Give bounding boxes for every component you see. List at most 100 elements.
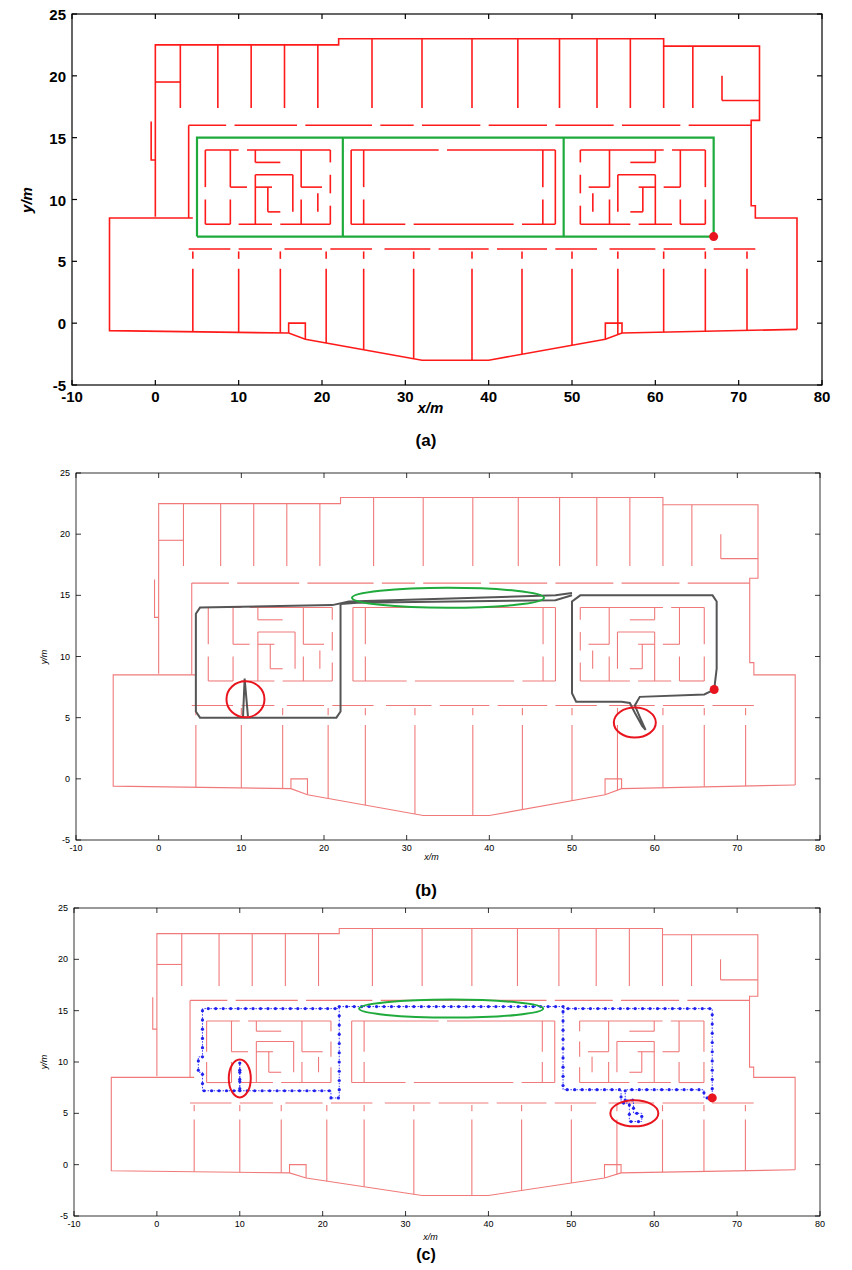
route-dot	[637, 1120, 640, 1123]
wall-line	[471, 1119, 472, 1195]
wall-line	[157, 929, 795, 1170]
panel-caption: (c)	[416, 1247, 436, 1263]
route-dot	[581, 1088, 584, 1091]
route-dot	[229, 1007, 232, 1010]
wall-line	[239, 1105, 240, 1111]
axis-label: x/m	[424, 853, 439, 862]
route-dot	[337, 1096, 340, 1099]
tick-label: 10	[60, 652, 70, 661]
tick-label: 40	[483, 1220, 493, 1229]
wall-line	[233, 657, 234, 681]
wall-line	[189, 1000, 190, 1077]
wall-line	[608, 1062, 609, 1083]
wall-line	[609, 657, 610, 681]
wall-line	[350, 150, 352, 224]
wall-line	[663, 1051, 680, 1052]
wall-line	[629, 929, 630, 986]
wall-line	[629, 497, 630, 566]
wall-line	[555, 150, 557, 224]
route-dot	[711, 1032, 714, 1035]
tick-label: 25	[58, 904, 68, 913]
tick-label: 10	[236, 844, 246, 853]
wall-line	[654, 632, 655, 681]
tick-mark	[817, 137, 822, 138]
wall-line	[269, 1072, 281, 1073]
wall-line	[472, 725, 473, 816]
route-dot	[632, 1107, 635, 1110]
wall-line	[330, 1041, 331, 1056]
wall-line	[518, 497, 519, 566]
wall-line	[385, 1103, 431, 1104]
route-dot	[328, 1089, 331, 1092]
tick-mark	[815, 717, 820, 718]
tick-label: 50	[567, 844, 577, 853]
wall-line	[153, 997, 157, 1029]
wall-line	[555, 248, 597, 250]
tick-mark	[76, 717, 81, 718]
wall-line	[319, 650, 320, 668]
wall-line	[267, 187, 269, 212]
axes-frame	[72, 14, 822, 385]
panel-caption: (a)	[416, 432, 437, 449]
wall-line	[300, 150, 302, 187]
tick-mark	[817, 384, 822, 385]
wall-line	[689, 125, 752, 127]
wall-line	[301, 1021, 302, 1052]
wall-line	[521, 269, 523, 355]
tick-mark	[654, 1211, 655, 1216]
trajectory-line	[196, 593, 572, 718]
wall-line	[332, 663, 333, 681]
tick-mark	[74, 908, 75, 913]
route-dot	[653, 1088, 656, 1091]
route-dot	[450, 1005, 453, 1008]
wall-line	[616, 1041, 617, 1072]
route-dot	[611, 1007, 614, 1010]
wall-line	[293, 1041, 294, 1072]
wall-line	[679, 1062, 680, 1083]
route-dot	[319, 1007, 322, 1010]
tick-label: 10	[230, 389, 247, 404]
route-dot	[561, 1010, 564, 1013]
tick-mark	[815, 778, 820, 779]
tick-mark	[815, 908, 820, 909]
tick-label: 80	[815, 844, 825, 853]
tick-label: -10	[61, 389, 83, 404]
wall-line	[745, 1119, 746, 1170]
tick-mark	[405, 908, 406, 913]
tick-label: 10	[58, 1058, 68, 1067]
wall-line	[256, 1051, 273, 1052]
wall-line	[363, 269, 365, 350]
wall-line	[704, 657, 705, 681]
trajectory-line	[243, 679, 248, 718]
route-dot	[222, 1007, 225, 1010]
route-dot	[464, 1005, 467, 1008]
wall-line	[206, 1062, 207, 1083]
wall-line	[317, 193, 319, 212]
wall-line	[295, 632, 296, 669]
route-dot	[207, 1007, 210, 1010]
wall-line	[258, 631, 295, 632]
axis-label: y/m	[40, 1055, 49, 1070]
tick-label: 5	[58, 254, 66, 269]
tick-mark	[76, 473, 81, 474]
tick-mark	[71, 380, 72, 385]
wall-line	[255, 150, 257, 162]
wall-line	[662, 1119, 663, 1172]
tick-mark	[74, 908, 79, 909]
tick-mark	[820, 835, 821, 840]
tick-mark	[405, 1211, 406, 1216]
wall-line	[364, 1021, 365, 1052]
wall-line	[616, 1119, 617, 1174]
wall-line	[302, 1051, 323, 1052]
route-dot	[711, 1050, 714, 1053]
route-dot	[338, 1051, 341, 1054]
tick-label: 70	[732, 1220, 742, 1229]
wall-line	[589, 644, 610, 645]
tick-label: 80	[815, 1220, 825, 1229]
wall-line	[217, 45, 219, 108]
wall-line	[639, 186, 656, 188]
highlight-ellipse	[614, 708, 656, 738]
wall-line	[630, 162, 655, 164]
wall-line	[284, 45, 286, 108]
tick-mark	[76, 840, 81, 841]
